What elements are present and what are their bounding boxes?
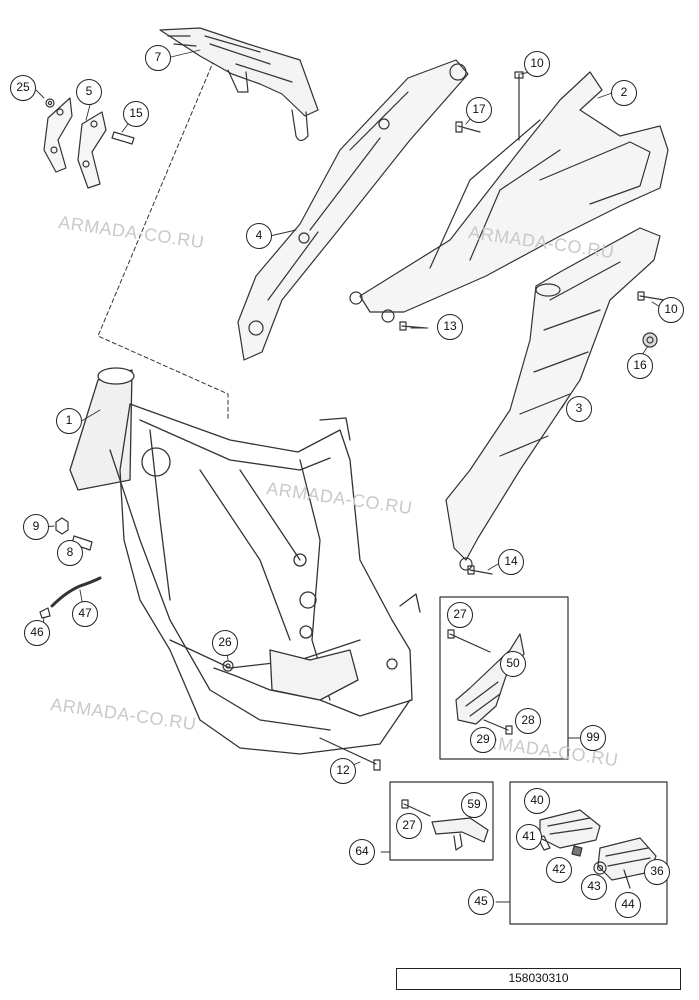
callout-7: 7 <box>145 45 171 71</box>
callout-29: 29 <box>470 727 496 753</box>
callout-10: 10 <box>658 297 684 323</box>
part-26-washer <box>222 660 234 672</box>
callout-15: 15 <box>123 101 149 127</box>
part-1-frame <box>69 367 421 755</box>
kit-box-64 <box>389 781 494 861</box>
part-12-bolt <box>319 737 381 771</box>
callout-26: 26 <box>212 630 238 656</box>
part-13-bolt <box>399 321 427 331</box>
callout-50: 50 <box>500 651 526 677</box>
callout-59: 59 <box>461 792 487 818</box>
part-14-bolt <box>467 565 493 575</box>
part-number-label: 158030310 <box>396 968 681 990</box>
callout-4: 4 <box>246 223 272 249</box>
callout-41: 41 <box>516 824 542 850</box>
callout-40: 40 <box>524 788 550 814</box>
part-17-bolt <box>455 121 481 133</box>
kit-box-45 <box>509 781 668 925</box>
callout-46: 46 <box>24 620 50 646</box>
part-3-side-panel <box>445 227 661 571</box>
callout-8: 8 <box>57 540 83 566</box>
part-2-subframe <box>349 71 669 323</box>
part-10-bolt-right <box>637 291 665 301</box>
callout-47: 47 <box>72 601 98 627</box>
callout-36: 36 <box>644 859 670 885</box>
callout-43: 43 <box>581 874 607 900</box>
part-7-bracket <box>159 27 319 142</box>
part-9-nut <box>55 517 69 535</box>
guide-line-7 <box>97 59 229 421</box>
callout-27: 27 <box>396 813 422 839</box>
callout-2: 2 <box>611 80 637 106</box>
callout-42: 42 <box>546 857 572 883</box>
callout-5: 5 <box>76 79 102 105</box>
part-47-hose <box>50 576 102 608</box>
part-5-plate-right <box>77 111 107 189</box>
callout-25: 25 <box>10 75 36 101</box>
part-25-washer <box>45 98 55 108</box>
part-15-bolt <box>111 131 135 145</box>
part-10-bolt-top <box>514 71 524 141</box>
part-4-airbox <box>237 59 469 361</box>
callout-10: 10 <box>524 51 550 77</box>
part-16-nut <box>642 332 658 348</box>
callout-27: 27 <box>447 602 473 628</box>
callout-12: 12 <box>330 758 356 784</box>
callout-45: 45 <box>468 889 494 915</box>
part-5-plate-left <box>43 97 73 173</box>
callout-99: 99 <box>580 725 606 751</box>
callout-3: 3 <box>566 396 592 422</box>
callout-14: 14 <box>498 549 524 575</box>
callout-9: 9 <box>23 514 49 540</box>
callout-13: 13 <box>437 314 463 340</box>
callout-44: 44 <box>615 892 641 918</box>
callout-1: 1 <box>56 408 82 434</box>
part-46-clip <box>39 607 51 619</box>
callout-28: 28 <box>515 708 541 734</box>
callout-17: 17 <box>466 97 492 123</box>
callout-16: 16 <box>627 353 653 379</box>
callout-64: 64 <box>349 839 375 865</box>
